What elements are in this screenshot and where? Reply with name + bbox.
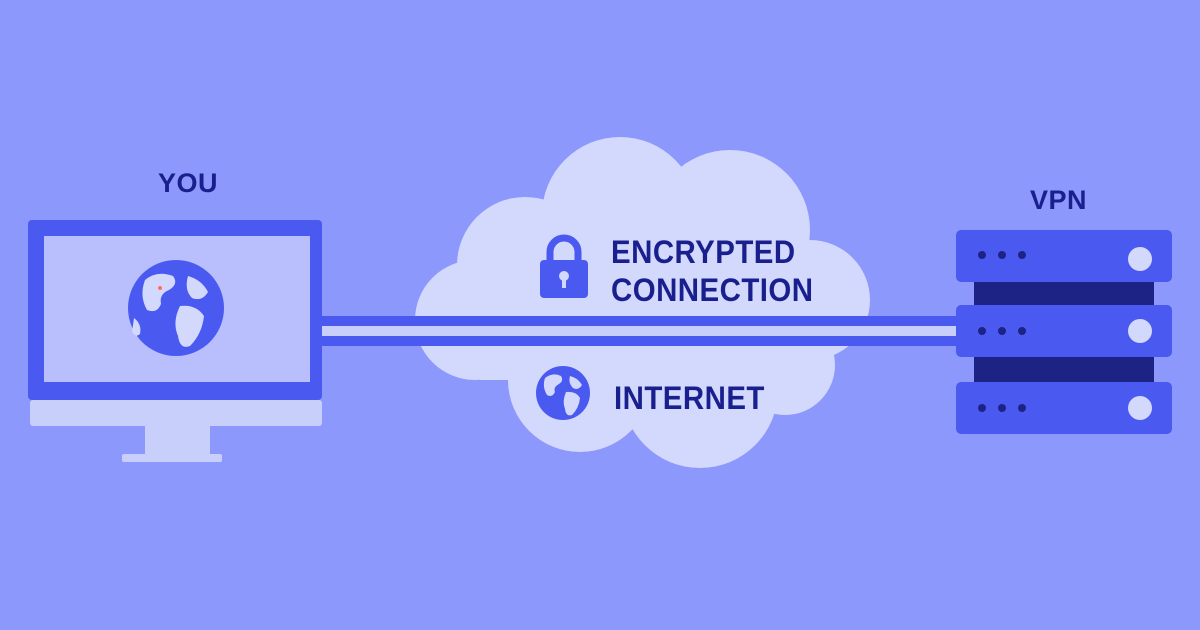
globe-icon <box>536 366 590 420</box>
server-unit <box>956 230 1172 282</box>
server-unit <box>956 305 1172 357</box>
vpn-label: VPN <box>1030 185 1088 215</box>
you-label: YOU <box>158 168 219 198</box>
padlock-icon <box>540 234 588 298</box>
server-rack-icon <box>956 230 1172 434</box>
encrypted-label-line2: CONNECTION <box>611 272 814 308</box>
encrypted-label-line1: ENCRYPTED <box>611 234 796 270</box>
encrypted-connection-label: ENCRYPTED CONNECTION <box>611 233 814 309</box>
connection-lines <box>320 316 960 346</box>
globe-icon <box>128 260 224 356</box>
server-unit <box>956 382 1172 434</box>
internet-label: INTERNET <box>614 380 765 416</box>
